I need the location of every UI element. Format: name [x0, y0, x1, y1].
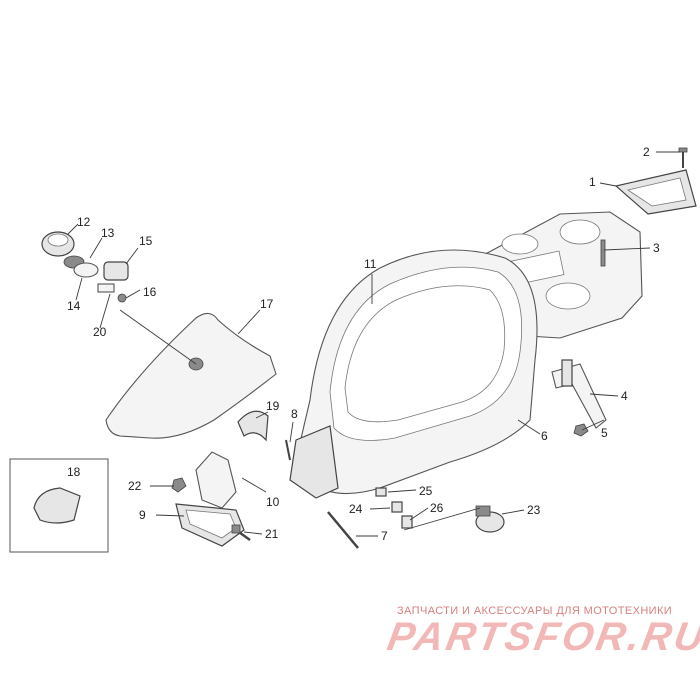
- part-label-4: 4: [621, 389, 628, 403]
- part-25-spacer: [375, 487, 387, 497]
- part-label-20: 20: [93, 325, 107, 339]
- part-8-small-bolt: [285, 439, 291, 461]
- part-label-22: 22: [128, 479, 142, 493]
- part-18-clip-box: [9, 458, 109, 553]
- part-11-storage-box-liner: [329, 266, 523, 441]
- part-16-screw: [117, 293, 127, 303]
- part-label-17: 17: [260, 297, 274, 311]
- part-21-bolt: [231, 524, 251, 542]
- part-24-spacer: [391, 501, 403, 513]
- part-7-long-bolt: [327, 511, 359, 549]
- part-labels: 1 2 3 4 5 6 7 8 9 10 11 12 13 14 15 16 1…: [67, 145, 660, 543]
- part-label-11: 11: [364, 257, 377, 271]
- part-label-21: 21: [265, 527, 279, 541]
- part-label-12: 12: [77, 215, 91, 229]
- part-label-23: 23: [527, 503, 541, 517]
- part-label-8: 8: [291, 407, 298, 421]
- part-14-ring: [73, 262, 99, 278]
- part-label-2: 2: [643, 145, 650, 159]
- part-26-screw: [401, 515, 413, 529]
- part-label-9: 9: [139, 508, 146, 522]
- part-4-stand-bracket: [551, 359, 607, 429]
- part-label-14: 14: [67, 299, 81, 313]
- part-label-3: 3: [653, 241, 660, 255]
- part-label-18: 18: [67, 465, 81, 479]
- part-1-cover-plate: [614, 169, 697, 215]
- part-label-16: 16: [143, 285, 157, 299]
- part-label-15: 15: [139, 234, 153, 248]
- part-5-nut: [573, 423, 589, 437]
- part-label-5: 5: [601, 426, 608, 440]
- part-label-25: 25: [419, 484, 433, 498]
- watermark-subtitle: ЗАПЧАСТИ И АКСЕССУАРЫ ДЛЯ МОТОТЕХНИКИ: [397, 605, 673, 617]
- part-20-washer: [97, 283, 115, 293]
- part-label-24: 24: [349, 502, 363, 516]
- part-9-footrest: [175, 503, 245, 547]
- part-label-1: 1: [589, 175, 596, 189]
- part-2-screw: [678, 147, 688, 168]
- part-label-26: 26: [430, 501, 444, 515]
- part-22-nut: [171, 477, 187, 493]
- part-label-13: 13: [101, 226, 115, 240]
- leader-lines: [67, 151, 680, 537]
- part-label-10: 10: [266, 495, 280, 509]
- watermark-logo: PARTSFOR.RU: [384, 615, 700, 659]
- part-label-19: 19: [266, 399, 280, 413]
- part-label-7: 7: [381, 529, 388, 543]
- part-23-cable-lock: [475, 505, 505, 533]
- part-12-fuel-cap: [41, 231, 75, 257]
- part-19-clip-bracket: [237, 410, 269, 442]
- part-15-lock-cylinder: [103, 261, 129, 281]
- part-label-6: 6: [541, 429, 548, 443]
- part-10-bracket: [195, 451, 237, 509]
